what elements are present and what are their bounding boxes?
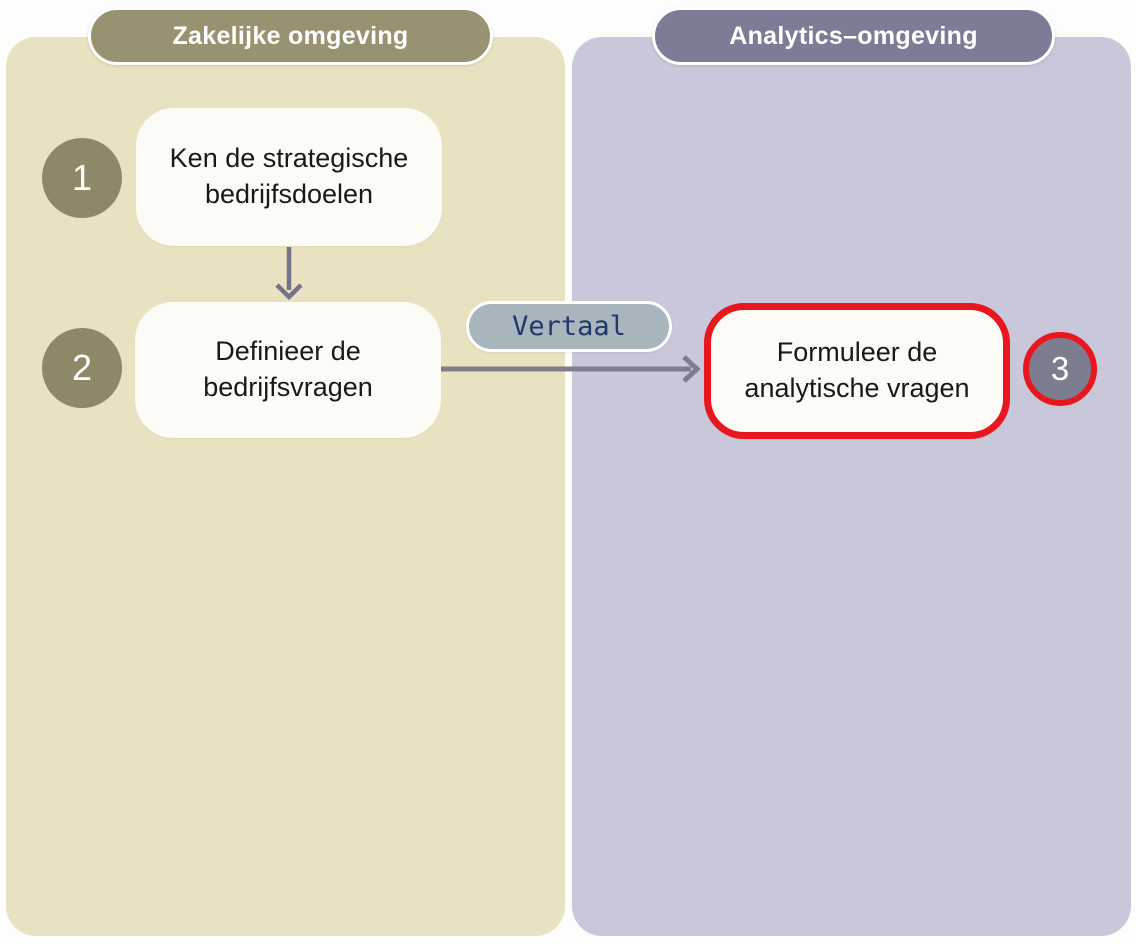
step-2-number: 2 [71, 347, 93, 388]
analytics-omgeving-title: Analytics–omgeving [729, 21, 978, 50]
step-1-number: 1 [71, 157, 93, 198]
vertaal-connector-label: Vertaal [466, 301, 672, 352]
step-3-number: 3 [1050, 350, 1070, 387]
step-3-label: Formuleer de analytische vragen [744, 337, 970, 403]
step-2-label: Definieer de bedrijfsvragen [203, 336, 373, 402]
step-3-number-badge-highlighted: 3 [1023, 332, 1097, 406]
zakelijke-omgeving-title: Zakelijke omgeving [172, 21, 409, 50]
step-1-label: Ken de strategische bedrijfsdoelen [169, 143, 409, 209]
step-1-number-badge: 1 [42, 138, 122, 218]
analytics-omgeving-header: Analytics–omgeving [652, 7, 1055, 65]
zakelijke-omgeving-header: Zakelijke omgeving [88, 7, 493, 65]
vertaal-text: Vertaal [512, 311, 626, 342]
step-2-number-badge: 2 [42, 328, 122, 408]
analytics-omgeving-panel [572, 37, 1131, 936]
step-1-box: Ken de strategische bedrijfsdoelen [136, 108, 442, 246]
step-2-box: Definieer de bedrijfsvragen [135, 302, 441, 438]
step-3-box-highlighted: Formuleer de analytische vragen [704, 303, 1010, 439]
